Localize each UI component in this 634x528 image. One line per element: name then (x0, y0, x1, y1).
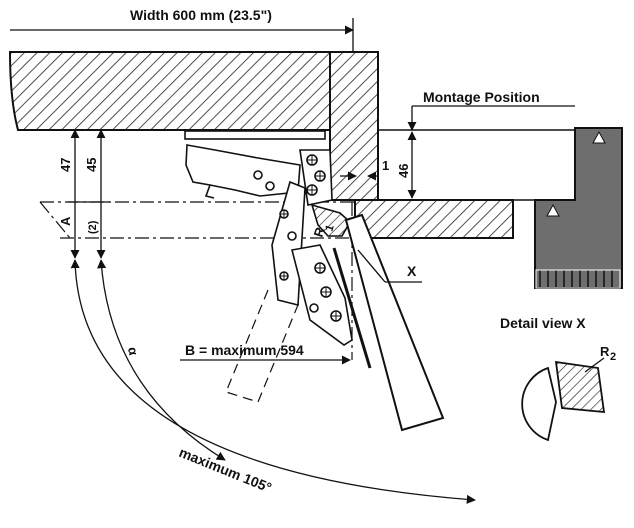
width-label: Width 600 mm (23.5") (130, 7, 272, 23)
open-door (332, 213, 445, 432)
left-dimensions (68, 129, 110, 259)
r1-label: R 1 (311, 223, 337, 239)
montage-dimension: Montage Position (407, 89, 575, 131)
r2-label: R (600, 344, 610, 359)
top-panel (8, 51, 331, 131)
svg-text:1: 1 (323, 223, 336, 233)
dim-2-label: (2) (87, 220, 99, 234)
right-dimensions (340, 131, 417, 199)
b-dimension: B = maximum 594 (180, 342, 351, 365)
triangle-marker-icon (546, 203, 560, 217)
montage-block (378, 127, 623, 289)
montage-label: Montage Position (423, 89, 540, 105)
dim-45-label: 45 (84, 158, 99, 172)
side-panel (329, 51, 379, 201)
angle-arcs (70, 259, 476, 504)
r2-sub-label: 2 (610, 351, 616, 363)
x-label: X (407, 263, 417, 279)
dim-46-label: 46 (396, 164, 411, 178)
dim-a-label: A (58, 216, 73, 226)
detail-view: Detail view X R 2 (500, 315, 616, 442)
angle-label: maximum 105° (177, 444, 274, 496)
lower-shelf (354, 199, 514, 239)
b-label: B = maximum 594 (185, 342, 304, 358)
detail-label: Detail view X (500, 315, 586, 331)
block-teeth (539, 270, 613, 288)
dim-47-label: 47 (58, 158, 73, 172)
triangle-marker-icon (592, 130, 606, 144)
width-dimension: Width 600 mm (23.5") (10, 7, 354, 52)
dim-1-label: 1 (382, 158, 389, 173)
alpha-label: α (125, 346, 141, 356)
